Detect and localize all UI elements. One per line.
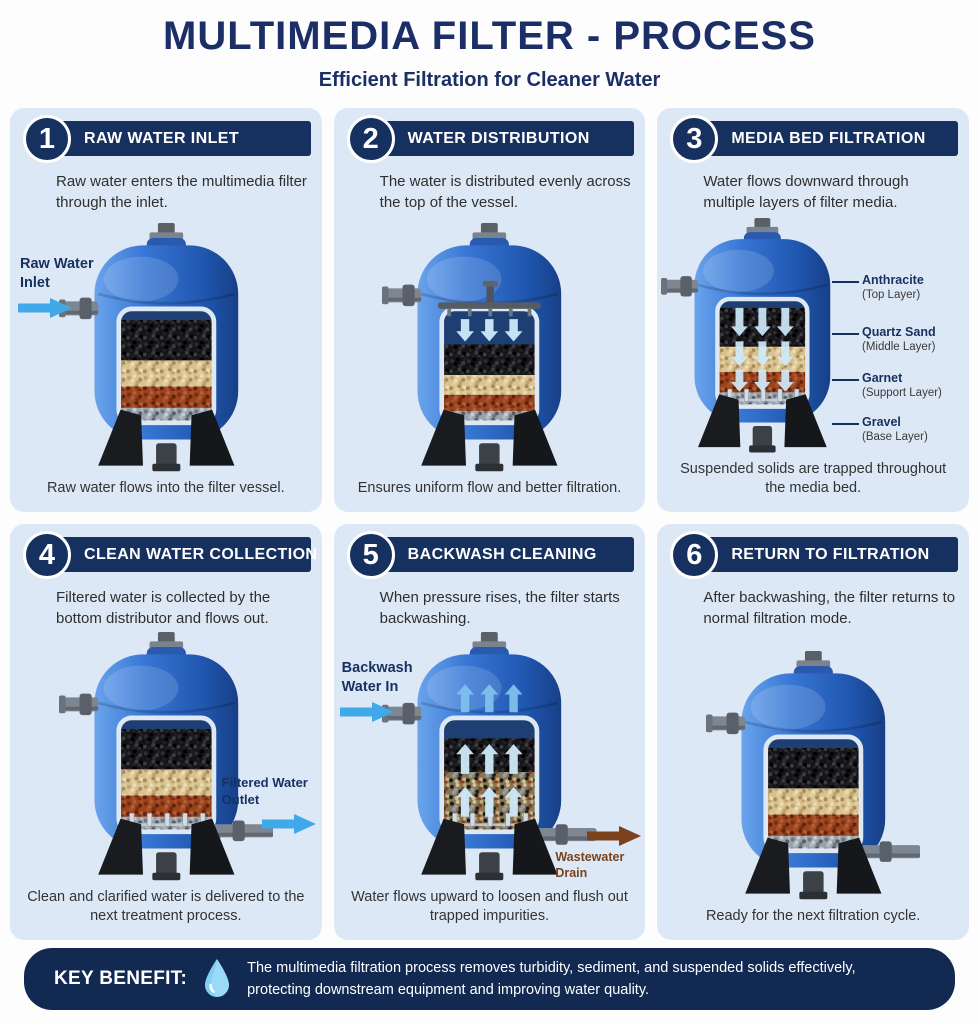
- step-panel-clean-water-collection: 4 CLEAN WATER COLLECTION Filtered water …: [10, 524, 322, 940]
- step-number-badge: 2: [346, 115, 395, 163]
- vessel-illustration: [334, 213, 646, 475]
- step-panel-raw-water-inlet: 1 RAW WATER INLET Raw water enters the m…: [10, 108, 322, 512]
- page-subtitle: Efficient Filtration for Cleaner Water: [318, 69, 661, 91]
- step-panel-backwash-cleaning: 5 BACKWASH CLEANING When pressure rises,…: [333, 524, 646, 940]
- layer-callout-gravel: Gravel (Base Layer): [831, 415, 966, 445]
- vessel-illustration: [657, 629, 969, 903]
- step-header: 2 WATER DISTRIBUTION: [334, 108, 646, 164]
- step-number-badge: 4: [23, 531, 71, 579]
- vessel-illustration: Raw Water Inlet: [10, 213, 322, 475]
- step-number-badge: 5: [346, 531, 395, 579]
- step-caption: Ensures uniform flow and better filtrati…: [357, 480, 622, 497]
- step-header: 3 MEDIA BED FILTRATION: [657, 108, 969, 164]
- page-header: MULTIMEDIA FILTER - PROCESS Efficient Fi…: [0, 0, 979, 108]
- drain-arrow-right-icon: [587, 826, 642, 847]
- filter-vessel-graphic: [10, 213, 322, 475]
- step-title: CLEAN WATER COLLECTION: [46, 537, 317, 572]
- step-title: BACKWASH CLEANING: [369, 537, 635, 572]
- step-caption: Water flows upward to loosen and flush o…: [351, 888, 628, 925]
- step-panel-media-bed-filtration: 3 MEDIA BED FILTRATION Water flows downw…: [657, 108, 969, 512]
- filter-vessel-graphic: [334, 629, 646, 884]
- step-header: 6 RETURN TO FILTRATION: [657, 524, 969, 580]
- step-number-badge: 3: [670, 115, 719, 163]
- step-header: 4 CLEAN WATER COLLECTION: [10, 524, 322, 580]
- step-number-badge: 6: [670, 531, 719, 579]
- vessel-illustration: Backwash Water In Wastewater Drain: [334, 629, 646, 884]
- wastewater-drain-label: Wastewater Drain: [555, 850, 625, 880]
- filtered-water-outlet-label: Filtered Water Outlet: [221, 775, 308, 807]
- raw-water-inlet-label: Raw Water Inlet: [20, 256, 94, 291]
- flow-arrow-right-icon: [339, 702, 394, 723]
- vessel-illustration: Anthracite (Top Layer) Quartz Sand (Midd…: [657, 213, 969, 456]
- step-title: RETURN TO FILTRATION: [693, 537, 958, 572]
- step-title: RAW WATER INLET: [46, 121, 311, 156]
- filter-vessel-graphic: [657, 213, 969, 456]
- layer-callout-quartz-sand: Quartz Sand (Middle Layer): [831, 325, 966, 355]
- key-benefit-label: KEY BENEFIT:: [54, 968, 188, 989]
- step-title: MEDIA BED FILTRATION: [693, 121, 958, 156]
- step-panel-return-to-filtration: 6 RETURN TO FILTRATION After backwashing…: [657, 524, 969, 940]
- step-description: Filtered water is collected by the botto…: [56, 589, 271, 627]
- page-title: MULTIMEDIA FILTER - PROCESS: [163, 14, 816, 58]
- step-caption: Clean and clarified water is delivered t…: [27, 888, 305, 925]
- step-caption: Raw water flows into the filter vessel.: [46, 480, 285, 497]
- layer-callout-garnet: Garnet (Support Layer): [831, 371, 966, 401]
- backwash-water-in-label: Backwash Water In: [341, 660, 413, 695]
- step-description: The water is distributed evenly across t…: [379, 173, 631, 211]
- vessel-illustration: Filtered Water Outlet: [10, 629, 322, 884]
- step-description: After backwashing, the filter returns to…: [703, 589, 956, 627]
- filter-vessel-graphic: [657, 629, 969, 903]
- key-benefit-bar: KEY BENEFIT: The multimedia filtration p…: [24, 948, 955, 1010]
- key-benefit-text: The multimedia filtration process remove…: [247, 959, 856, 998]
- step-panel-water-distribution: 2 WATER DISTRIBUTION The water is distri…: [333, 108, 646, 512]
- step-description: Water flows downward through multiple la…: [703, 173, 909, 211]
- step-description: When pressure rises, the filter starts b…: [379, 589, 620, 627]
- step-description: Raw water enters the multimedia filter t…: [56, 173, 307, 211]
- step-title: WATER DISTRIBUTION: [369, 121, 635, 156]
- flow-arrow-right-icon: [18, 298, 72, 319]
- flow-arrow-right-icon: [261, 814, 316, 835]
- step-caption: Suspended solids are trapped throughout …: [680, 460, 947, 497]
- step-caption: Ready for the next filtration cycle.: [705, 908, 921, 925]
- layer-callout-anthracite: Anthracite (Top Layer): [831, 273, 966, 303]
- steps-grid: 1 RAW WATER INLET Raw water enters the m…: [0, 108, 979, 940]
- filter-vessel-graphic: [10, 629, 322, 884]
- filter-vessel-graphic: [334, 213, 646, 475]
- step-header: 1 RAW WATER INLET: [10, 108, 322, 164]
- step-number-badge: 1: [23, 115, 71, 163]
- step-header: 5 BACKWASH CLEANING: [334, 524, 646, 580]
- water-drop-icon: [201, 957, 233, 1001]
